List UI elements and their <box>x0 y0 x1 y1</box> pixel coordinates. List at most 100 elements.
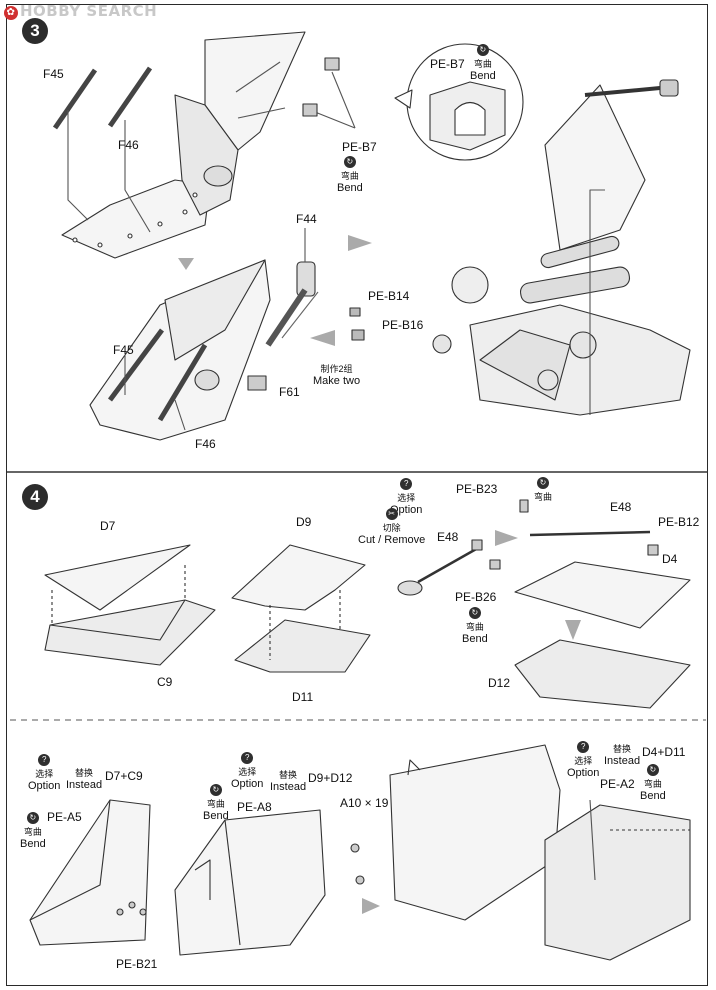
f45-rod <box>52 68 98 130</box>
option-d7-c9 <box>29 799 151 946</box>
label-pe-b12: PE-B12 <box>658 515 700 529</box>
f46-rod <box>107 66 153 128</box>
pe-b23-part <box>519 499 529 513</box>
logo-icon: ✿ <box>4 6 18 20</box>
label-pe-a5: PE-A5 <box>47 810 82 824</box>
f46b-rod <box>157 343 208 422</box>
pe-b14-part <box>349 307 361 317</box>
pe-b7-bubble <box>394 43 524 161</box>
label-d7: D7 <box>100 519 116 533</box>
pe-b12-part <box>647 544 659 556</box>
label-pe-b14: PE-B14 <box>368 289 410 303</box>
shield-right <box>544 84 646 251</box>
label-d4-d11: D4+D11 <box>642 745 686 759</box>
bend-icon: ↻ <box>209 784 222 796</box>
f45b-rod <box>107 328 165 402</box>
side-armor-lower <box>164 259 266 361</box>
handwheel <box>569 331 597 359</box>
e48-rod <box>417 546 479 584</box>
label-pe-b26: PE-B26 <box>455 590 497 604</box>
label-d12: D12 <box>488 676 511 690</box>
pe-b7-part-a <box>324 57 340 71</box>
bend-icon: ↻ <box>343 156 356 168</box>
option-icon: ? <box>577 741 590 753</box>
top-barrel <box>584 86 661 97</box>
label-d9-d12: D9+D12 <box>308 771 353 785</box>
step4-d7-c9 <box>44 544 216 666</box>
option-icon: ? <box>400 478 413 490</box>
d4-plate <box>514 561 691 629</box>
label-e48-b: E48 <box>610 500 632 514</box>
barrel-cylinder <box>519 266 631 304</box>
label-pe-b16: PE-B16 <box>382 318 424 332</box>
logo: ✿HOBBY SEARCH <box>4 2 157 20</box>
step4-d9-d11 <box>231 544 371 673</box>
option-icon: ? <box>241 752 254 764</box>
label-pe-b23: PE-B23 <box>456 482 498 496</box>
f61-part <box>247 375 267 391</box>
bend-callout-b23: ↻ 弯曲 <box>534 477 553 502</box>
cylinder-mount-upper <box>203 165 233 187</box>
label-d4: D4 <box>662 552 678 566</box>
option-icon: ? <box>38 754 51 766</box>
d11-plate <box>234 619 371 673</box>
label-d9: D9 <box>296 515 312 529</box>
cut-part <box>397 580 423 596</box>
pe-a2-outer <box>389 744 561 921</box>
pe-b7-part-b <box>302 103 318 117</box>
label-f45-upper: F45 <box>43 67 64 81</box>
instruction-frame <box>6 4 708 986</box>
bend-icon: ↻ <box>26 812 39 824</box>
step-3-badge: 3 <box>22 18 48 44</box>
cut-icon: ✂ <box>385 508 398 520</box>
label-e48-a: E48 <box>437 530 459 544</box>
header: ✿HOBBY SEARCH <box>0 0 200 24</box>
bend-icon: ↻ <box>646 764 659 776</box>
step-4-badge: 4 <box>22 484 48 510</box>
label-f46-upper: F46 <box>118 138 139 152</box>
pe-b26-part <box>489 559 501 570</box>
label-pe-a2: PE-A2 <box>600 777 635 791</box>
bend-icon: ↻ <box>476 44 489 56</box>
f44-piece <box>296 261 316 297</box>
label-pe-b21: PE-B21 <box>116 957 158 971</box>
step3-complete-assembly <box>432 79 691 416</box>
option-d4-d11 <box>389 744 691 961</box>
label-a10: A10 × 19 <box>340 796 389 810</box>
pe-a8-panel <box>174 809 326 956</box>
d9-plate <box>231 544 366 611</box>
step3-lower-assembly <box>89 228 365 441</box>
step4-e48-d4 <box>397 499 691 709</box>
label-pe-b7: PE-B7 <box>342 140 377 154</box>
d7-plate <box>44 544 191 611</box>
label-d11: D11 <box>292 690 314 704</box>
side-armor-upper <box>204 31 306 151</box>
label-f44: F44 <box>296 212 317 226</box>
step3-upper-assembly <box>52 31 356 259</box>
d12-plate <box>514 639 691 709</box>
label-c9: C9 <box>157 675 173 689</box>
logo-text: HOBBY SEARCH <box>20 2 158 20</box>
option-d9-d12 <box>174 809 365 956</box>
arrow-icons <box>178 235 581 914</box>
bend-icon: ↻ <box>468 607 481 619</box>
label-f45-lower: F45 <box>113 343 134 357</box>
label-pe-b7-bubble: PE-B7 <box>430 57 465 71</box>
label-f46-lower: F46 <box>195 437 216 451</box>
